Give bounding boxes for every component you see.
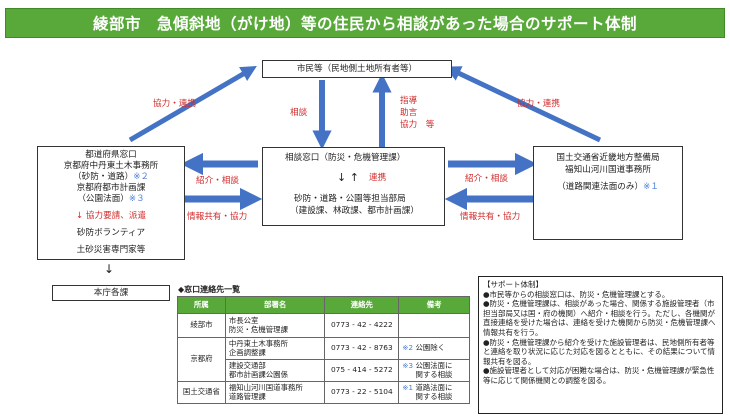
- col-header-org: 所属: [177, 296, 226, 314]
- cell-tel: 075 - 414 - 5272: [324, 359, 400, 382]
- table-row: 建設交通部 都市計画課公園係 075 - 414 - 5272 ※3 公園法面に…: [178, 359, 470, 382]
- arrow-left-to-residents: [128, 65, 257, 143]
- shokai-left-label: 紹介・相談: [196, 176, 239, 186]
- cell-org: 京都府: [177, 337, 226, 382]
- note-mark: ※2: [402, 343, 414, 353]
- col-header-dept: 部署名: [224, 296, 326, 314]
- shokai-right-label: 紹介・相談: [465, 174, 508, 184]
- shidou-label-1: 指導: [400, 96, 418, 106]
- center-line3: （建設課、林政課、都市計画課）: [290, 206, 419, 216]
- support-item: ●市民等からの相談窓口は、防災・危機管理課とする。: [483, 289, 670, 299]
- cell-note: ※2 公園除く: [398, 337, 470, 360]
- support-structure-box: 【サポート体制】 ●市民等からの相談窓口は、防災・危機管理課とする。 ●防災・危…: [478, 276, 723, 414]
- center-renkei: 連携: [369, 173, 387, 183]
- honsha-label: 本庁各課: [93, 288, 129, 298]
- pref-l5-note: ※３: [128, 194, 145, 204]
- residents-label: 市民等（民地側土地所有者等）: [296, 64, 418, 74]
- prefecture-box: 都道府県窓口 京都府中丹東土木事務所 （砂防・道路）※２ 京都府都市計画課 （公…: [37, 146, 185, 260]
- cell-note: [398, 313, 470, 338]
- center-consultation-box: 相談窓口（防災・危機管理課） ↓ ↑ 連携 砂防・道路・公園等担当部局 （建設課…: [262, 147, 445, 226]
- table-row: 京都府 中丹東土木事務所 企画調整課 0773 - 42 - 8763 ※2 公…: [177, 337, 470, 382]
- kyoryoku-right-label: 協力・連携: [517, 99, 560, 109]
- cell-note: ※3 公園法面に 関する相談: [398, 359, 470, 382]
- cell-org: 国土交通省: [177, 381, 226, 404]
- pref-l4: 京都府都市計画課: [76, 183, 146, 193]
- contact-table: 所属 部署名 連絡先 備考 綾部市 市長公室 防災・危機管理課 0773 - 4…: [177, 296, 470, 404]
- center-updown-arrows: ↓ ↑: [337, 171, 359, 184]
- support-item: ●施設管理者として対応が困難な場合は、防災・危機管理課が緊急性等に応じて関係機関…: [483, 366, 715, 385]
- residents-box: 市民等（民地側土地所有者等）: [262, 60, 452, 78]
- cell-dept: 建設交通部 都市計画課公園係: [224, 359, 326, 382]
- table-row: 綾部市 市長公室 防災・危機管理課 0773 - 42 - 4222: [177, 313, 470, 338]
- kyoryoku-left-label: 協力・連携: [153, 99, 196, 109]
- mlit-l3: （道路関連法面のみ）: [557, 182, 644, 192]
- pref-l1: 都道府県窓口: [85, 150, 137, 160]
- pref-l5: （公園法面）: [77, 194, 129, 204]
- pref-l3: （砂防・道路）: [73, 172, 134, 182]
- note-text: 公園除く: [415, 343, 446, 353]
- note-mark: ※1: [402, 383, 414, 392]
- support-item: ●防災・危機管理課から紹介を受けた施設管理者は、民地側所有者等と連絡を取り状況に…: [483, 337, 716, 366]
- col-header-note: 備考: [398, 296, 470, 314]
- center-line1: 相談窓口（防災・危機管理課）: [285, 153, 406, 163]
- note-mark: ※3: [402, 361, 414, 370]
- arrow-right-to-residents: [444, 66, 602, 143]
- support-item: ●防災・危機管理課は、相談があった場合、関係する施設管理者（市担当部局又は国・府…: [483, 299, 716, 337]
- pref-l7: 砂防ボランティア: [76, 228, 146, 238]
- pref-l8: 土砂災害専門家等: [76, 245, 146, 255]
- support-heading: 【サポート体制】: [483, 280, 543, 289]
- cell-dept: 中丹東土木事務所 企画調整課: [224, 337, 326, 360]
- pref-l2: 京都府中丹東土木事務所: [63, 161, 159, 171]
- shidou-label-2: 助言: [400, 108, 418, 118]
- shidou-label-3: 協力 等: [400, 120, 435, 130]
- soudan-label: 相談: [290, 108, 308, 118]
- pref-l6: ↓ 協力要請、派遣: [75, 211, 147, 221]
- cell-dept: 福知山河川国道事務所 道路管理課: [224, 381, 326, 404]
- honsha-box: 本庁各課: [52, 285, 170, 301]
- contact-table-heading: ◆窓口連絡先一覧: [178, 285, 241, 294]
- cell-tel: 0773 - 22 - 5104: [324, 381, 400, 404]
- cell-dept: 市長公室 防災・危機管理課: [224, 313, 326, 338]
- table-row: 国土交通省 福知山河川国道事務所 道路管理課 0773 - 22 - 5104 …: [177, 381, 470, 404]
- cell-tel: 0773 - 42 - 4222: [324, 313, 400, 338]
- center-line2: 砂防・道路・公園等担当部局: [294, 194, 406, 204]
- page-title: 綾部市 急傾斜地（がけ地）等の住民から相談があった場合のサポート体制: [5, 8, 725, 38]
- mlit-box: 国土交通省近畿地方整備局 福知山河川国道事務所 （道路関連法面のみ）※１: [533, 146, 683, 240]
- cell-note: ※1 道路法面に 関する相談: [398, 381, 470, 404]
- mlit-l2: 福知山河川国道事務所: [565, 165, 651, 175]
- cell-tel: 0773 - 42 - 8763: [324, 337, 400, 360]
- note-text: 道路法面に 関する相談: [415, 383, 453, 401]
- pref-l3-note: ※２: [133, 172, 149, 182]
- johokyoyu-right-label: 情報共有・協力: [460, 212, 521, 222]
- cell-org: 綾部市: [177, 313, 226, 338]
- mlit-l1: 国土交通省近畿地方整備局: [556, 153, 660, 163]
- col-header-tel: 連絡先: [324, 296, 400, 314]
- johokyoyu-left-label: 情報共有・協力: [187, 212, 248, 222]
- mlit-l3-note: ※１: [643, 182, 659, 192]
- note-text: 公園法面に 関する相談: [415, 361, 453, 379]
- down-arrow-icon: ↓: [104, 262, 115, 276]
